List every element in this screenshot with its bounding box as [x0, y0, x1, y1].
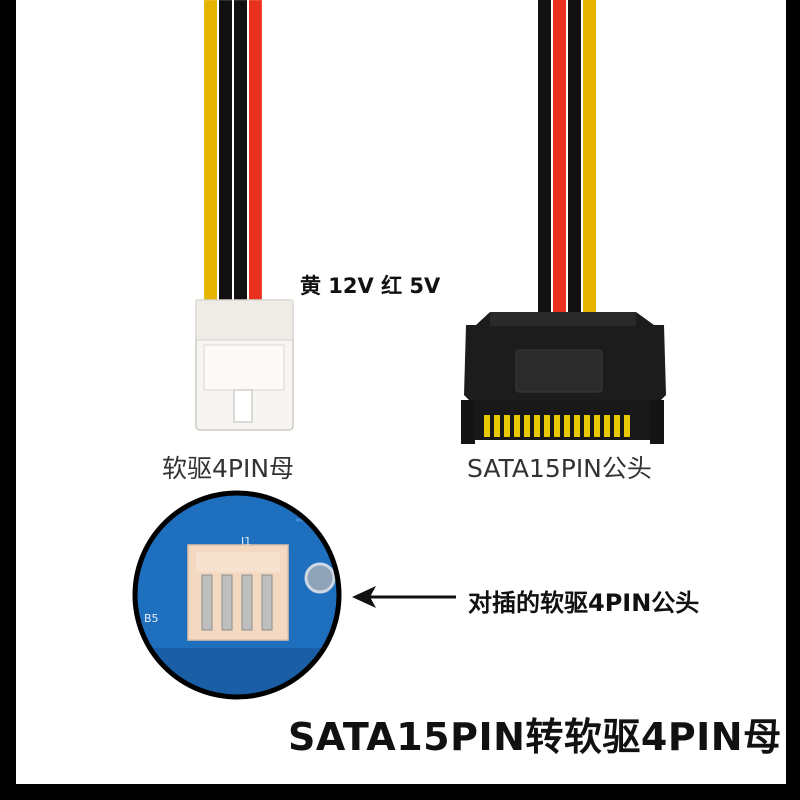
sata-connector-label: SATA15PIN公头	[467, 454, 652, 483]
main-title: SATA15PIN转软驱4PIN母	[288, 715, 782, 759]
inset-pcb-closeup: J1 B5	[132, 490, 342, 700]
floppy-connector-label: 软驱4PIN母	[162, 454, 295, 483]
floppy-cable-wires	[203, 0, 263, 301]
pcb-screw-hole	[304, 562, 336, 594]
wire-yellow	[204, 0, 217, 300]
wire-black	[568, 0, 581, 318]
product-image: J1 B5 黄 12V 红 5V 软驱4PIN母 SATA15PIN公头 对插的…	[16, 0, 786, 784]
pcb-silkscreen-b5: B5	[144, 612, 159, 625]
floppy-4pin-female-connector	[195, 299, 294, 431]
wire-red	[249, 0, 262, 300]
sata-15pin-male-connector	[461, 312, 666, 444]
arrow-note-label: 对插的软驱4PIN公头	[468, 589, 700, 617]
sata-cable-wires	[538, 0, 596, 318]
pointer-arrow	[352, 586, 456, 608]
sata-gold-pins	[484, 415, 630, 437]
wire-black	[219, 0, 232, 300]
wire-voltage-label: 黄 12V 红 5V	[300, 274, 441, 298]
wire-yellow	[583, 0, 596, 318]
wire-red	[553, 0, 566, 318]
wire-black	[538, 0, 551, 318]
pcb-silkscreen-j1: J1	[240, 535, 251, 548]
male-4pin-pins	[201, 574, 273, 631]
wire-black	[234, 0, 247, 300]
product-illustration: J1 B5	[132, 0, 666, 700]
